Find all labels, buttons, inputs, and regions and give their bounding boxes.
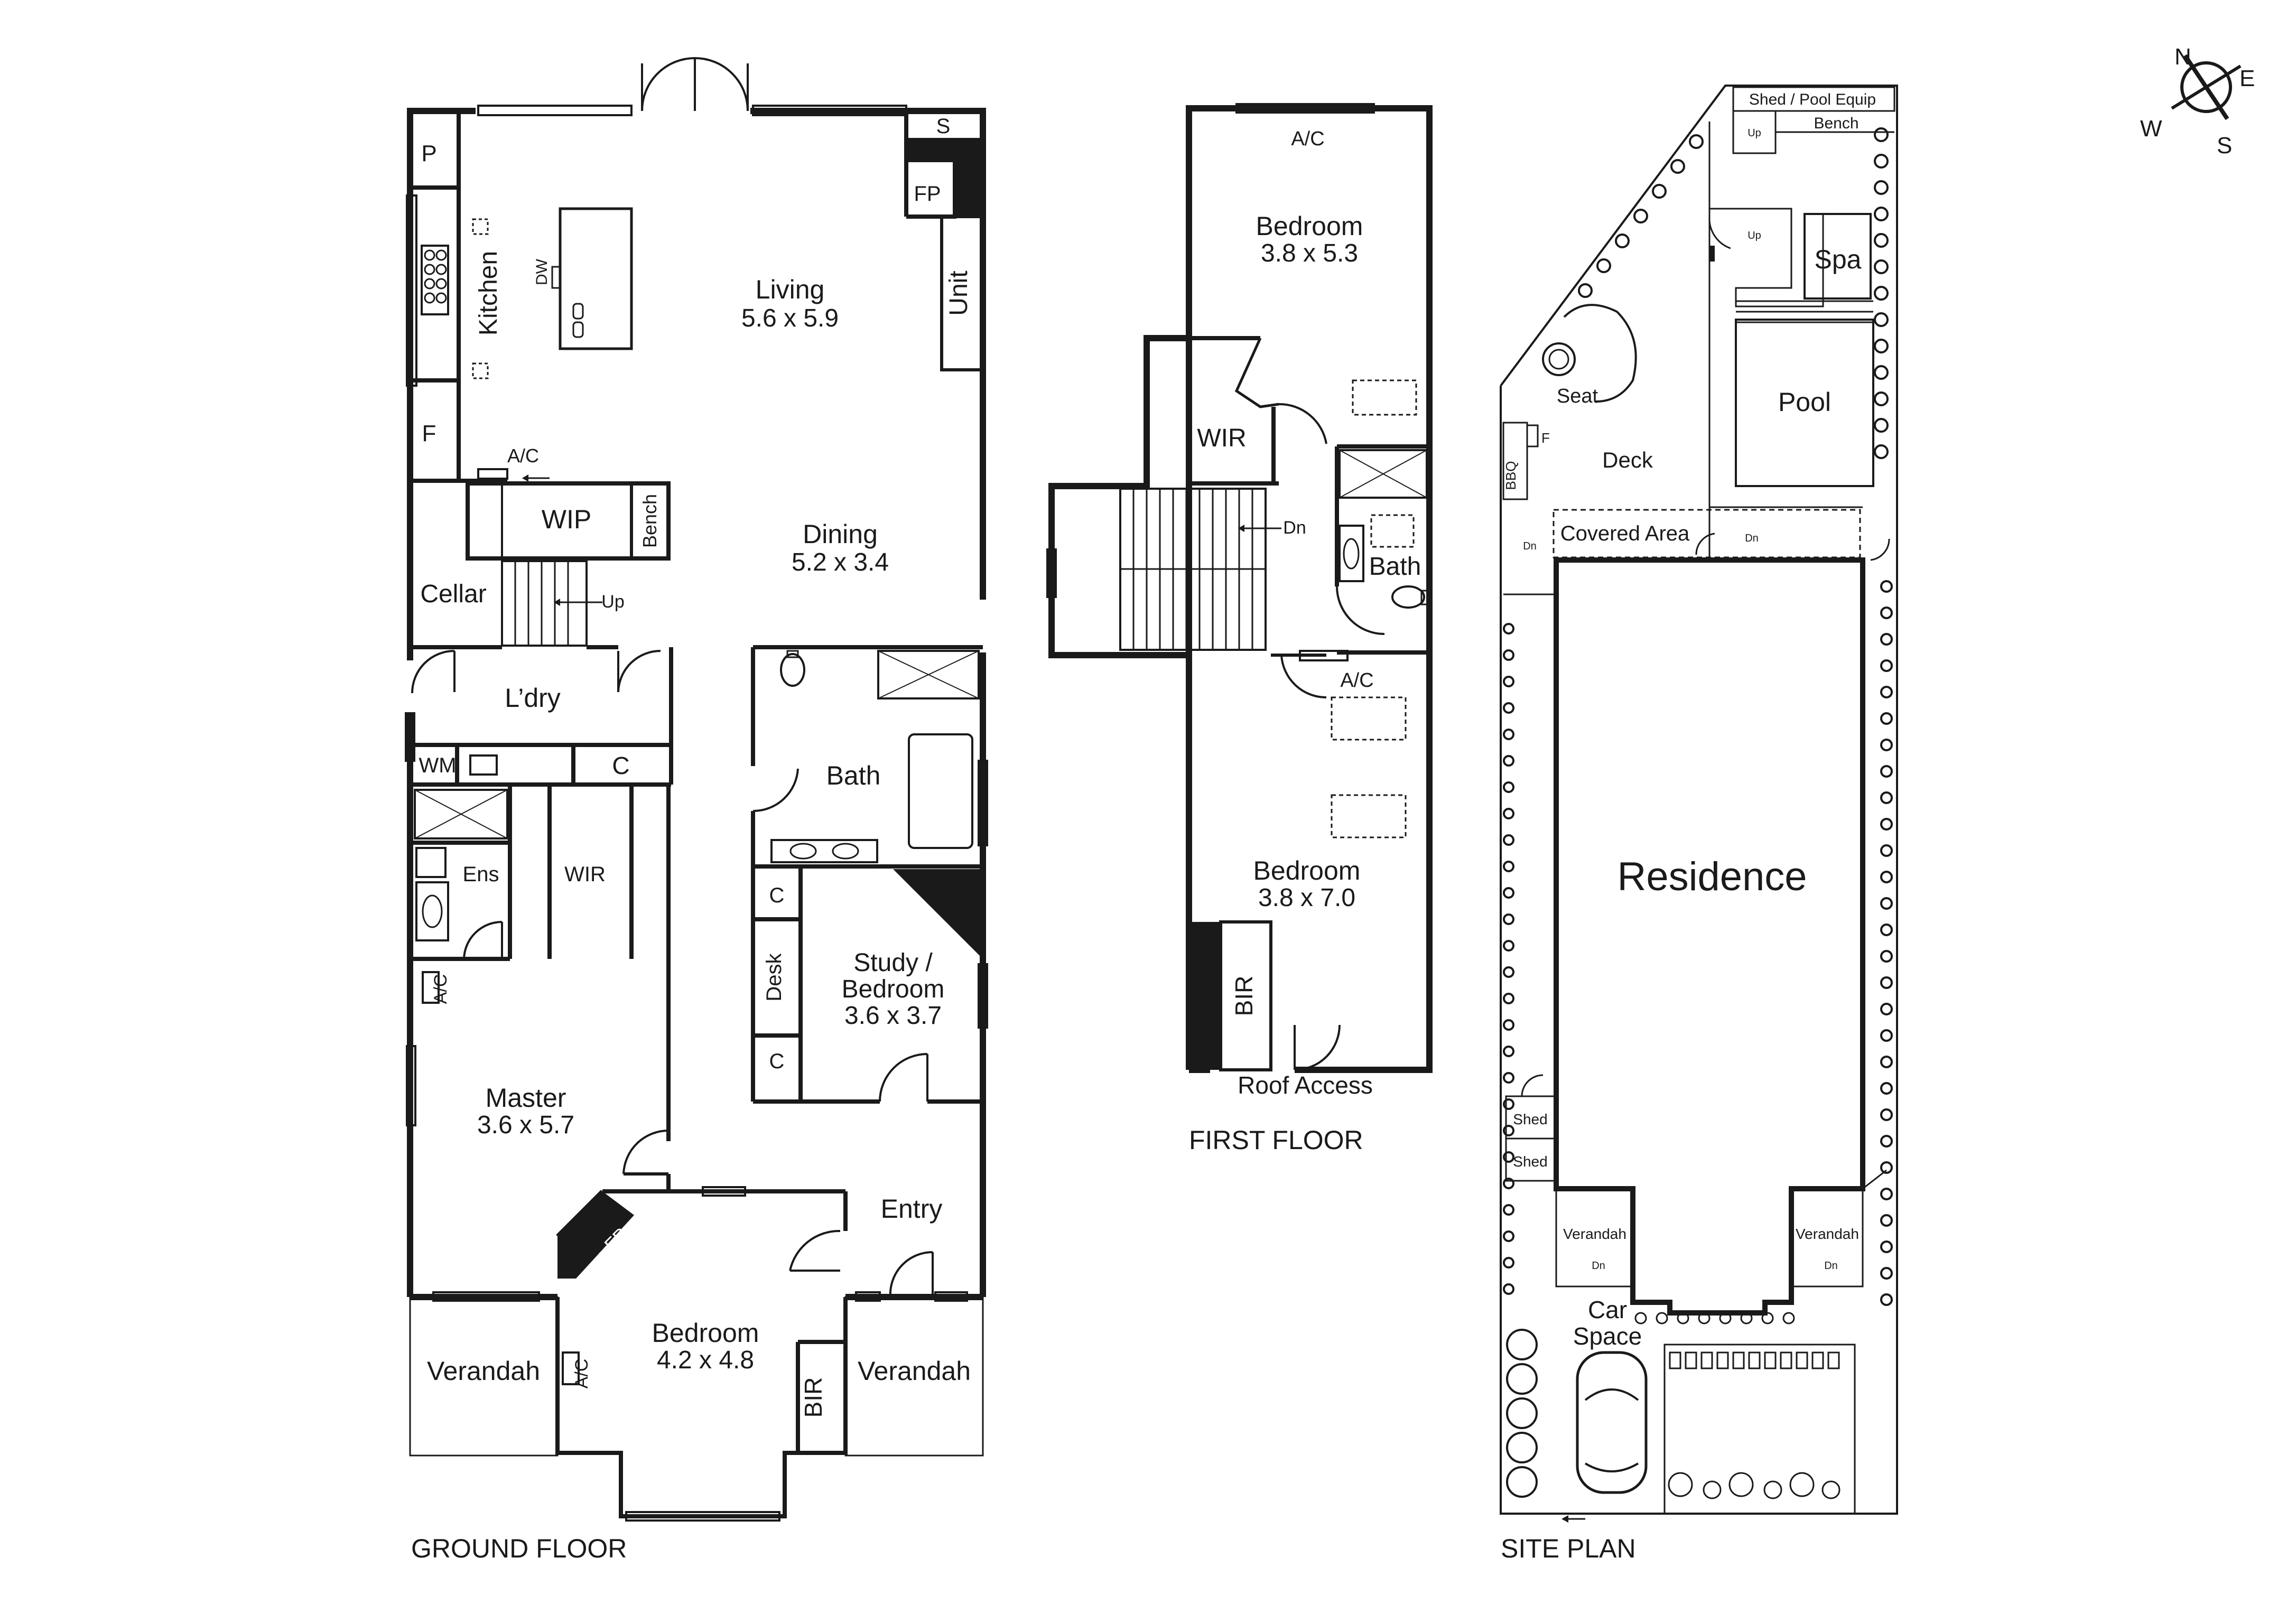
- laundry-label: L’dry: [505, 683, 561, 713]
- down-label-site-right: Dn: [1745, 533, 1759, 544]
- compass-ring: [2180, 61, 2232, 113]
- deck-label: Deck: [1602, 447, 1653, 472]
- covered-area-label: Covered Area: [1560, 522, 1690, 545]
- bedroom-label-ground: Bedroom: [652, 1318, 759, 1348]
- car-icon: [1576, 1351, 1648, 1494]
- fridge-label-site: F: [1541, 430, 1550, 446]
- car-space-trees: [1506, 1329, 1538, 1498]
- cupboard-label-laundry: C: [612, 752, 629, 779]
- first-floor-plan: [1046, 103, 1433, 1073]
- right-hedge: [1874, 127, 1893, 1306]
- spa-label: Spa: [1815, 245, 1862, 274]
- shed-pool-equip-label: Shed / Pool Equip: [1749, 91, 1876, 108]
- master-size: 3.6 x 5.7: [477, 1111, 574, 1139]
- site-plan: [1500, 85, 1898, 1523]
- compass-w: W: [2140, 116, 2162, 142]
- unit-label: Unit: [945, 270, 973, 315]
- compass-s: S: [2217, 133, 2232, 158]
- site-plan-caption: SITE PLAN: [1501, 1534, 1636, 1563]
- ground-floor-labels: P F Kitchen DW S FP Unit Living 5.6 x 5.…: [411, 115, 973, 1563]
- cellar-label: Cellar: [420, 580, 486, 608]
- roof-access-label: Roof Access: [1238, 1071, 1373, 1099]
- ensuite-label: Ens: [463, 863, 499, 886]
- bedroom-size-ground: 4.2 x 4.8: [657, 1346, 754, 1374]
- ac-label-ensuite: A/C: [431, 974, 451, 1004]
- down-label-site-verandah-right: Dn: [1824, 1260, 1838, 1272]
- up-label-site-top: Up: [1747, 127, 1761, 139]
- dining-size: 5.2 x 3.4: [792, 548, 889, 576]
- bench-label: Bench: [639, 494, 661, 548]
- bench-label-site: Bench: [1814, 115, 1858, 132]
- wm-label: WM: [419, 754, 456, 777]
- bedroom2-size: 3.8 x 7.0: [1258, 884, 1355, 912]
- pantry-label: P: [421, 141, 436, 166]
- verandah-label-right: Verandah: [858, 1356, 971, 1386]
- fridge-label: F: [422, 421, 436, 446]
- ac-label-first-top: A/C: [1291, 128, 1324, 150]
- ac-label-bedroom: A/C: [572, 1359, 592, 1389]
- study-label-line1: Study /: [853, 949, 933, 977]
- wip-label: WIP: [542, 505, 591, 534]
- study-label-line2: Bedroom: [842, 975, 945, 1003]
- desk-label: Desk: [763, 953, 786, 1001]
- bir-label-first: BIR: [1230, 976, 1258, 1016]
- dining-label: Dining: [803, 519, 878, 549]
- left-hedge: [1503, 623, 1514, 1295]
- first-floor-labels: A/C Bedroom 3.8 x 5.3 WIR Dn Bath A/C Be…: [1189, 128, 1421, 1155]
- study-size: 3.6 x 3.7: [844, 1002, 942, 1030]
- ac-label-first-bottom: A/C: [1340, 669, 1373, 692]
- bbq-label: BBQ: [1503, 461, 1519, 490]
- cupboard-label-study-top: C: [769, 884, 785, 907]
- compass-n: N: [2174, 44, 2191, 70]
- verandah-label-left: Verandah: [427, 1356, 540, 1386]
- fireplace-label: FP: [914, 182, 941, 206]
- car-space-label-line1: Car: [1588, 1296, 1627, 1323]
- diagonal-hedge: [1578, 134, 1704, 298]
- dishwasher-label: DW: [533, 258, 551, 285]
- seat-curve: [1563, 304, 1637, 403]
- storage-label: S: [936, 115, 951, 138]
- master-label: Master: [486, 1083, 566, 1113]
- ground-floor-plan: [405, 57, 988, 1522]
- wir-label-ground: WIR: [564, 863, 606, 886]
- bath-label-ground: Bath: [826, 761, 881, 790]
- down-label-site-verandah-left: Dn: [1592, 1260, 1605, 1272]
- verandah-label-site-left: Verandah: [1563, 1226, 1626, 1242]
- ac-label-kitchen: A/C: [507, 445, 539, 467]
- pool-label: Pool: [1778, 387, 1831, 417]
- first-floor-caption: FIRST FLOOR: [1189, 1125, 1363, 1155]
- living-label: Living: [756, 275, 825, 304]
- wir-label-first: WIR: [1197, 424, 1246, 452]
- residence-label: Residence: [1617, 854, 1807, 899]
- site-plan-labels: Shed / Pool Equip Bench Up Up Spa Seat P…: [1501, 91, 1876, 1563]
- bath-label-first: Bath: [1369, 553, 1421, 581]
- bedroom2-label: Bedroom: [1253, 856, 1361, 885]
- down-label-first: Dn: [1283, 518, 1306, 538]
- entry-label: Entry: [881, 1194, 943, 1224]
- compass-e: E: [2239, 66, 2255, 91]
- bedroom1-label: Bedroom: [1256, 211, 1363, 241]
- car-space-label-line2: Space: [1573, 1322, 1642, 1350]
- living-size: 5.6 x 5.9: [741, 304, 839, 332]
- cupboard-label-study-bottom: C: [769, 1050, 785, 1073]
- bedroom1-size: 3.8 x 5.3: [1261, 239, 1358, 267]
- kitchen-label: Kitchen: [475, 251, 503, 335]
- up-label-ground: Up: [601, 592, 624, 612]
- down-label-site-left: Dn: [1523, 540, 1537, 552]
- ground-floor-caption: GROUND FLOOR: [411, 1534, 627, 1563]
- verandah-label-site-right: Verandah: [1796, 1226, 1859, 1242]
- shed-label-top: Shed: [1513, 1111, 1547, 1127]
- compass: N E S W: [2140, 44, 2255, 158]
- bir-label-ground: BIR: [800, 1377, 827, 1418]
- shed-label-bottom: Shed: [1513, 1153, 1547, 1170]
- seat-label: Seat: [1557, 385, 1598, 407]
- up-label-site-middle: Up: [1747, 230, 1761, 241]
